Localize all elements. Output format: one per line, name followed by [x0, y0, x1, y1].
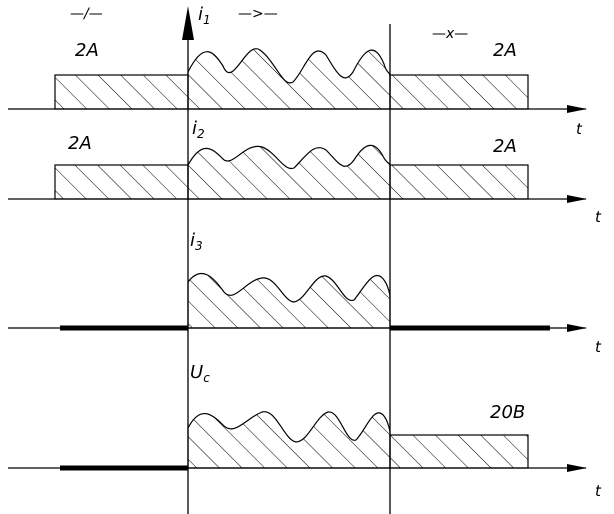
- i2-label: i2: [192, 118, 205, 141]
- i2-after-level: [389, 164, 529, 200]
- after-marker: —x—: [432, 26, 468, 42]
- i1-label: i1: [198, 4, 211, 27]
- i1-after-level: [389, 74, 529, 110]
- i2-right-value: 2A: [493, 136, 517, 157]
- i3-label: i3: [190, 230, 203, 253]
- i3-transient-wave: [187, 272, 391, 329]
- uc-transient-wave: [187, 411, 391, 469]
- i3-axis-label: t: [595, 338, 602, 356]
- i1-axis-label: t: [576, 120, 583, 138]
- i2-axis-label: t: [595, 208, 602, 226]
- uc-label: Uc: [190, 362, 210, 385]
- i1-right-value: 2A: [493, 40, 517, 61]
- uc-right-value: 20B: [490, 402, 525, 423]
- before-marker: —/—: [70, 6, 103, 22]
- plot-i1: i1 2A 2A t: [8, 4, 587, 138]
- i1-before-level: [54, 74, 189, 110]
- i2-transient-wave: [187, 144, 391, 200]
- i1-transient-wave: [187, 48, 391, 110]
- during-marker: —>—: [238, 6, 278, 22]
- uc-axis-label: t: [595, 482, 602, 500]
- i2-before-level: [54, 164, 189, 200]
- i1-left-value: 2A: [75, 40, 99, 61]
- i2-left-value: 2A: [68, 133, 92, 154]
- plot-i2: i2 2A 2A t: [8, 118, 602, 226]
- plot-i3: i3 t: [8, 230, 602, 356]
- uc-after-level: [389, 434, 529, 469]
- vertical-axis-arrow: [182, 6, 194, 40]
- plot-uc: Uc 20B t: [8, 362, 602, 500]
